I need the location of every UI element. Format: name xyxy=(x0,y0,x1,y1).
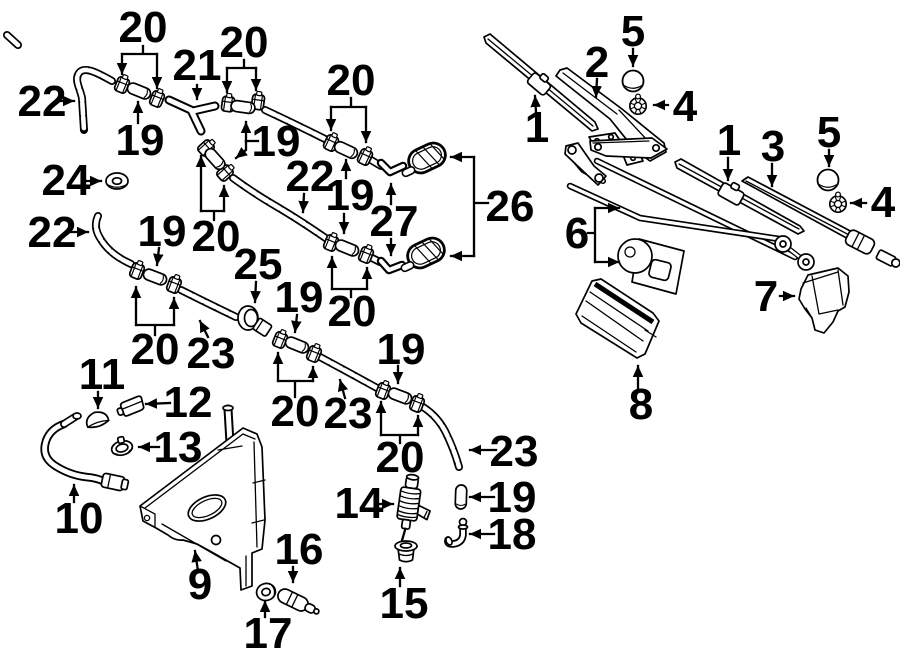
callout-20-h: 20 xyxy=(376,433,425,482)
callout-19-g: 19 xyxy=(488,473,537,522)
callout-13: 13 xyxy=(154,423,203,472)
callout-23-a: 23 xyxy=(187,329,236,378)
callout-arrows xyxy=(56,44,868,619)
grommet-24 xyxy=(105,172,129,190)
callout-5-a: 5 xyxy=(621,7,645,56)
cowl-end-piece-7 xyxy=(798,267,850,334)
filler-hose-10 xyxy=(60,412,130,492)
filler-cap-11 xyxy=(85,411,110,429)
callout-19-d: 19 xyxy=(138,207,187,256)
callout-14: 14 xyxy=(335,479,384,528)
callout-19-b: 19 xyxy=(252,117,301,166)
callout-12: 12 xyxy=(164,378,213,427)
callout-6: 6 xyxy=(565,209,589,258)
callout-18: 18 xyxy=(488,510,537,559)
clamp-ring-13 xyxy=(110,435,134,457)
callout-19-e: 19 xyxy=(275,273,324,322)
callout-11: 11 xyxy=(79,350,126,399)
washer-reservoir-9 xyxy=(139,406,266,591)
callout-19-c: 19 xyxy=(326,171,375,220)
callout-19-f: 19 xyxy=(377,325,426,374)
callout-20-g: 20 xyxy=(271,387,320,436)
callout-20-e: 20 xyxy=(131,325,180,374)
check-valve-16 xyxy=(277,588,320,615)
callout-20-a: 20 xyxy=(119,3,168,52)
callout-26: 26 xyxy=(486,182,535,231)
callout-21: 21 xyxy=(173,41,222,90)
elbow-18 xyxy=(445,517,469,546)
callout-23-c: 23 xyxy=(490,427,539,476)
callout-1-a: 1 xyxy=(525,103,549,152)
wiper-blade-1-left xyxy=(483,33,599,132)
callout-17: 17 xyxy=(244,609,293,658)
callout-19-a: 19 xyxy=(116,116,165,165)
callout-22-b: 22 xyxy=(286,152,335,201)
washer-pump-14 xyxy=(396,473,431,544)
callout-10: 10 xyxy=(55,494,104,543)
callout-20-c: 20 xyxy=(327,56,376,105)
callout-2: 2 xyxy=(585,38,609,87)
callout-5-b: 5 xyxy=(817,108,841,157)
callout-9: 9 xyxy=(188,560,212,609)
grommet-17 xyxy=(255,582,277,602)
wiper-linkage-and-motor-6 xyxy=(564,137,815,295)
callout-8: 8 xyxy=(629,380,653,429)
callout-20-b: 20 xyxy=(220,18,269,67)
callout-7: 7 xyxy=(754,272,778,321)
callout-27: 27 xyxy=(370,197,419,246)
callout-labels: 20 21 20 22 19 19 24 22 20 19 27 26 22 1… xyxy=(18,3,896,658)
callout-16: 16 xyxy=(275,525,324,574)
callout-3: 3 xyxy=(761,122,785,171)
wiper-blade-1-right xyxy=(674,158,805,235)
callout-25: 25 xyxy=(234,240,283,289)
callout-23-b: 23 xyxy=(324,389,373,438)
callout-22-c: 22 xyxy=(28,208,77,257)
callout-1-b: 1 xyxy=(717,116,741,165)
callout-4-b: 4 xyxy=(871,178,896,227)
cowl-grille-8 xyxy=(575,278,660,359)
callout-20-f: 20 xyxy=(328,287,377,336)
callout-4-a: 4 xyxy=(673,82,698,131)
callout-24: 24 xyxy=(42,156,91,205)
callout-15: 15 xyxy=(380,579,429,628)
callout-22-a: 22 xyxy=(18,77,67,126)
hose-connector-25 xyxy=(237,305,273,337)
cap-fitting-12 xyxy=(116,395,145,417)
pump-grommet-15 xyxy=(394,540,418,563)
wiper-arm-3 xyxy=(741,176,900,268)
callout-20-d: 20 xyxy=(192,212,241,261)
